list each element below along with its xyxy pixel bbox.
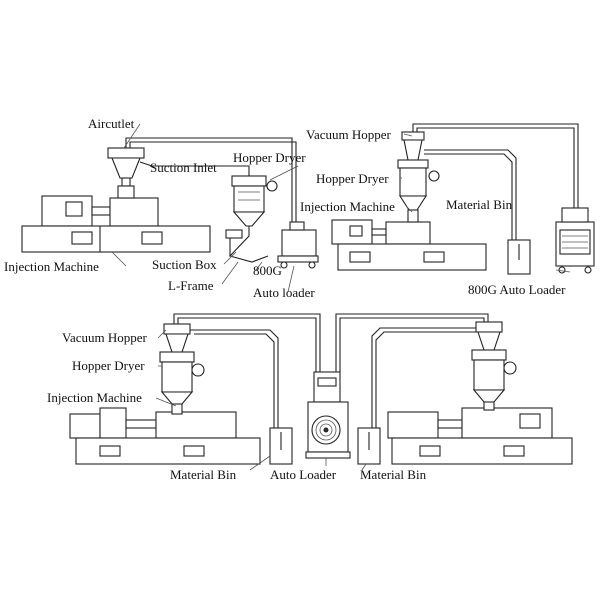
label-injection-machine-3: Injection Machine — [47, 390, 142, 405]
label-hopper-dryer-2: Hopper Dryer — [316, 171, 389, 186]
scene1-suction-hopper — [107, 147, 153, 199]
label-vacuum-hopper-3: Vacuum Hopper — [62, 330, 147, 345]
label-vacuum-hopper-2: Vacuum Hopper — [306, 127, 391, 142]
scene1-suction-box-frame — [225, 226, 269, 263]
label-suction-inlet: Suction Inlet — [150, 160, 217, 175]
label-auto-loader-1: Auto loader — [253, 285, 315, 300]
scene3-right-material-bin — [357, 427, 381, 465]
label-aircutlet: Aircutlet — [88, 116, 135, 131]
scene3-auto-loader — [305, 371, 351, 459]
scene2-injection-machine — [331, 219, 487, 271]
label-material-bin-3-right: Material Bin — [360, 467, 427, 482]
scene2-piping — [412, 123, 579, 240]
label-material-bin-3-left: Material Bin — [170, 467, 237, 482]
label-injection-machine-2: Injection Machine — [300, 199, 395, 214]
scene1-800g-loader — [277, 221, 319, 269]
leader-lines — [111, 123, 571, 471]
label-suction-box: Suction Box — [152, 257, 217, 272]
label-material-bin-2: Material Bin — [446, 197, 513, 212]
label-auto-loader-3: Auto Loader — [270, 467, 337, 482]
scene3-right-hopper-dryer — [471, 321, 517, 411]
label-800g-auto-loader: 800G Auto Loader — [468, 282, 566, 297]
label-hopper-dryer-3: Hopper Dryer — [72, 358, 145, 373]
label-hopper-dryer-1: Hopper Dryer — [233, 150, 306, 165]
scene2-hopper-dryer — [397, 131, 440, 223]
scene3-left-injection-machine — [69, 407, 261, 465]
scene2-800g-auto-loader — [555, 207, 595, 274]
scene3-left-hopper-dryer — [159, 323, 205, 415]
scene3-left-material-bin — [269, 427, 293, 465]
label-l-frame: L-Frame — [168, 278, 214, 293]
scene3-piping — [173, 313, 489, 428]
scene1-piping — [125, 137, 297, 222]
scene3-right-injection-machine — [387, 407, 573, 465]
scene1-hopper-dryer — [231, 175, 278, 227]
label-injection-machine-1: Injection Machine — [4, 259, 99, 274]
scene1-injection-machine — [21, 195, 211, 253]
scene2-material-bin — [507, 239, 531, 275]
label-800g: 800G — [253, 263, 282, 278]
